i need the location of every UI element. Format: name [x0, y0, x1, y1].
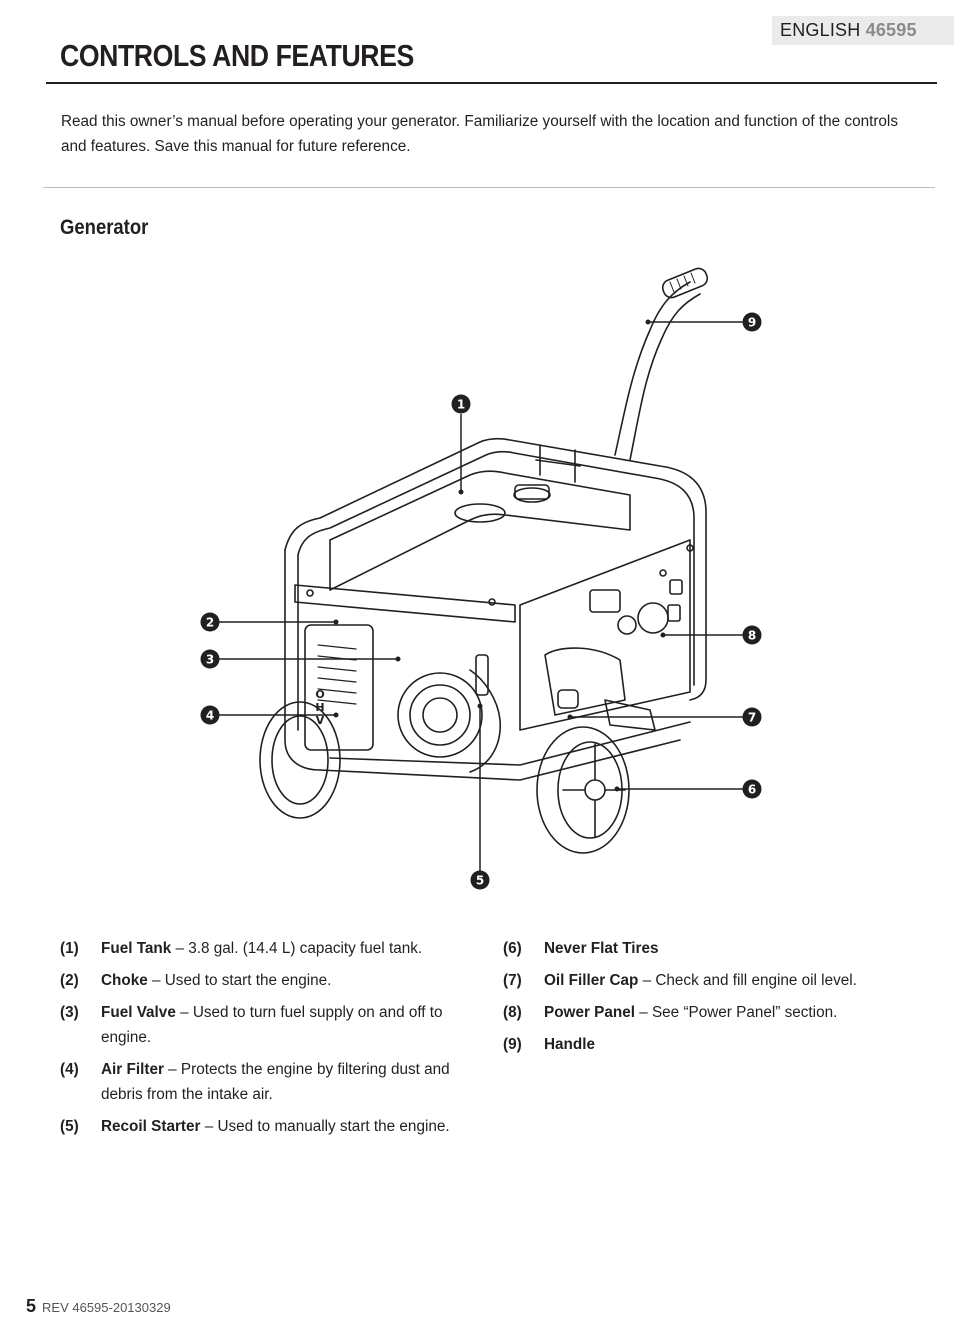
svg-text:6: 6	[748, 783, 756, 797]
callout-9: 9	[742, 312, 762, 332]
power-panel-drawing	[589, 589, 621, 613]
legend-item: (9) Handle	[503, 1032, 903, 1057]
svg-text:7: 7	[748, 711, 756, 725]
legend-number: (6)	[503, 940, 522, 957]
legend-item: (8) Power Panel – See “Power Panel” secti…	[503, 1000, 903, 1025]
legend-number: (9)	[503, 1036, 522, 1053]
legend-term: Power Panel	[544, 1004, 635, 1021]
title-rule	[46, 82, 937, 84]
legend-text: Oil Filler Cap – Check and fill engine o…	[544, 968, 903, 993]
svg-text:2: 2	[206, 616, 214, 630]
legend-text: Power Panel – See “Power Panel” section.	[544, 1000, 903, 1025]
legend-item: (6) Never Flat Tires	[503, 936, 903, 961]
svg-text:4: 4	[206, 709, 214, 723]
svg-text:1: 1	[457, 398, 465, 412]
legend-number: (5)	[60, 1118, 79, 1135]
legend-text: Fuel Valve – Used to turn fuel supply on…	[101, 1000, 480, 1050]
legend-description: – Used to manually start the engine.	[200, 1118, 450, 1135]
legend-text: Handle	[544, 1032, 903, 1057]
callout-2: 2	[200, 612, 220, 632]
legend-text: Air Filter – Protects the engine by filt…	[101, 1057, 480, 1107]
legend-term: Fuel Valve	[101, 1004, 176, 1021]
revision-code: REV 46595-20130329	[42, 1300, 171, 1315]
legend-item: (2) Choke – Used to start the engine.	[60, 968, 480, 993]
frame-drawing	[284, 437, 707, 701]
legend-text: Never Flat Tires	[544, 936, 903, 961]
handle-drawing	[614, 281, 691, 456]
legend-number: (2)	[60, 972, 79, 989]
legend-item: (5) Recoil Starter – Used to manually sta…	[60, 1114, 480, 1139]
legend-item: (7) Oil Filler Cap – Check and fill engin…	[503, 968, 903, 993]
recoil-starter-drawing	[397, 672, 483, 758]
oil-filler-cap-drawing	[557, 689, 579, 709]
language-label: ENGLISH	[780, 20, 861, 40]
svg-text:8: 8	[748, 629, 756, 643]
language-tab: ENGLISH 46595	[772, 16, 954, 45]
right-wheel-drawing	[536, 726, 630, 854]
legend-number: (3)	[60, 1004, 79, 1021]
callout-6: 6	[742, 779, 762, 799]
side-panel-drawing	[519, 539, 691, 731]
ohv-letter-h: H	[315, 701, 324, 714]
legend-text: Recoil Starter – Used to manually start …	[101, 1114, 480, 1139]
legend-number: (8)	[503, 1004, 522, 1021]
svg-text:3: 3	[206, 653, 214, 667]
generator-illustration: 1 2 3 4 5 6 7 8 9 O H V	[200, 267, 762, 890]
ohv-letter-v: V	[316, 714, 325, 727]
fuel-tank-drawing	[329, 470, 631, 591]
left-wheel-drawing	[259, 701, 341, 819]
callout-7: 7	[742, 707, 762, 727]
page-footer: 5 REV 46595-20130329	[26, 1296, 171, 1317]
legend-term: Fuel Tank	[101, 940, 172, 957]
legend-description: – Check and fill engine oil level.	[638, 972, 857, 989]
legend-description: – Used to turn fuel supply on and off to…	[101, 1004, 443, 1046]
legend-item: (4) Air Filter – Protects the engine by f…	[60, 1057, 480, 1107]
legend-term: Oil Filler Cap	[544, 972, 639, 989]
legend-term: Recoil Starter	[101, 1118, 201, 1135]
callout-8: 8	[742, 625, 762, 645]
callout-4: 4	[200, 705, 220, 725]
ohv-letter-o: O	[315, 688, 324, 701]
callout-3: 3	[200, 649, 220, 669]
section-heading: Generator	[60, 216, 149, 239]
legend-description: – Used to start the engine.	[147, 972, 332, 989]
legend-description: – See “Power Panel” section.	[634, 1004, 838, 1021]
legend-number: (7)	[503, 972, 522, 989]
page-number: 5	[26, 1296, 37, 1316]
legend-term: Handle	[544, 1036, 595, 1053]
model-number: 46595	[865, 20, 917, 40]
legend-text: Choke – Used to start the engine.	[101, 968, 480, 993]
legend-item: (3) Fuel Valve – Used to turn fuel supply…	[60, 1000, 480, 1050]
legend-left-column: (1) Fuel Tank – 3.8 gal. (14.4 L) capacit…	[60, 936, 480, 1146]
svg-text:5: 5	[476, 874, 484, 888]
svg-text:9: 9	[748, 316, 756, 330]
page-title: CONTROLS AND FEATURES	[60, 38, 414, 73]
legend-text: Fuel Tank – 3.8 gal. (14.4 L) capacity f…	[101, 936, 480, 961]
legend-item: (1) Fuel Tank – 3.8 gal. (14.4 L) capacit…	[60, 936, 480, 961]
legend-term: Choke	[101, 972, 148, 989]
legend-number: (4)	[60, 1061, 79, 1078]
callout-5: 5	[470, 870, 490, 890]
legend-description: – Protects the engine by filtering dust …	[101, 1061, 450, 1103]
legend-term: Never Flat Tires	[544, 940, 659, 957]
section-divider	[43, 187, 935, 188]
legend-right-column: (6) Never Flat Tires (7) Oil Filler Cap – C…	[503, 936, 903, 1064]
legend-number: (1)	[60, 940, 79, 957]
legend-term: Air Filter	[101, 1061, 164, 1078]
intro-paragraph: Read this owner’s manual before operatin…	[61, 113, 898, 155]
legend-description: – 3.8 gal. (14.4 L) capacity fuel tank.	[171, 940, 423, 957]
callout-1: 1	[451, 394, 471, 414]
